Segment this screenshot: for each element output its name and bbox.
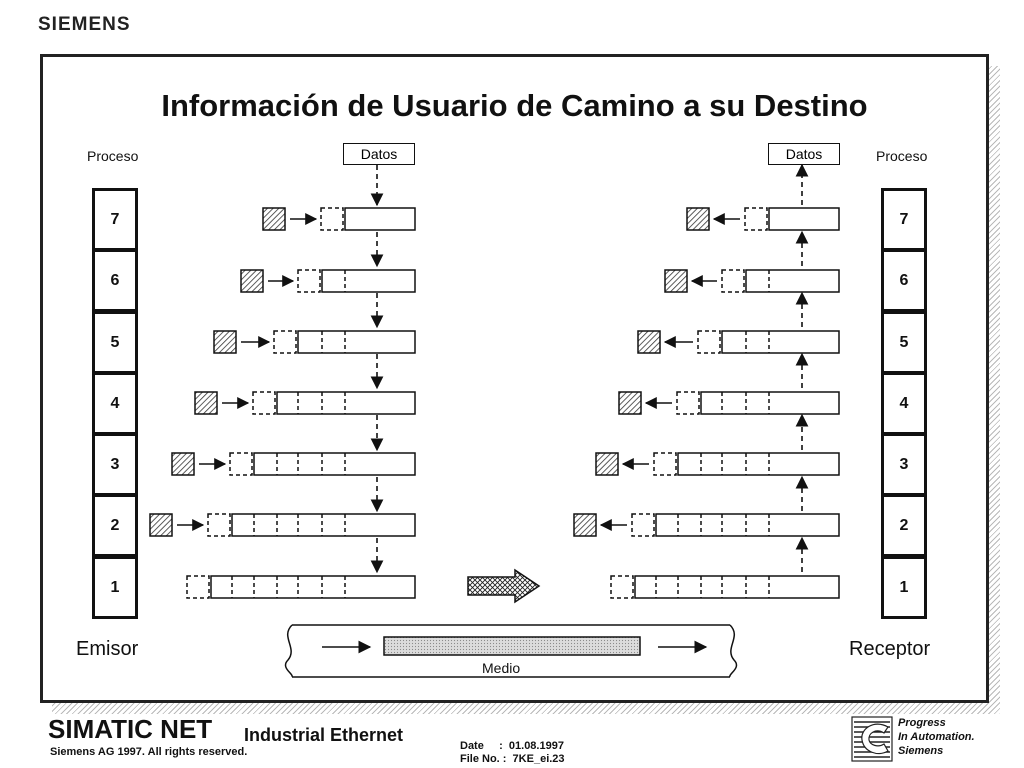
- left-row-1: [186, 575, 416, 599]
- proceso-label-right: Proceso: [876, 148, 928, 164]
- right-row-3: [595, 452, 840, 476]
- hatched-header-square: [171, 452, 195, 476]
- right-row-2: [573, 513, 840, 537]
- layer-1-right: 1: [881, 556, 927, 619]
- hatched-header-square: [595, 452, 619, 476]
- hatched-header-square: [618, 391, 642, 415]
- slogan-line-1: Progress: [898, 717, 946, 729]
- siemens-logo-icon: [851, 716, 893, 762]
- medio-data-bar: [383, 636, 641, 656]
- left-row-5: [213, 330, 416, 354]
- datos-box-right: Datos: [768, 143, 840, 165]
- dashed-header-box: [631, 513, 655, 537]
- receptor-label: Receptor: [849, 638, 931, 660]
- layer-4-left: 4: [92, 372, 138, 435]
- layer-4-right: 4: [881, 372, 927, 435]
- dashed-header-box: [610, 575, 634, 599]
- hatched-header-square: [686, 207, 710, 231]
- left-row-2: [149, 513, 416, 537]
- dashed-header-box: [653, 452, 677, 476]
- dashed-header-box: [744, 207, 768, 231]
- crosshatch-transfer-arrow: [467, 568, 541, 604]
- footer-subtitle: Industrial Ethernet: [244, 725, 404, 745]
- dashed-header-box: [676, 391, 700, 415]
- right-row-7: [686, 207, 840, 231]
- layer-6-left: 6: [92, 249, 138, 312]
- hatched-header-square: [664, 269, 688, 293]
- proceso-label-left: Proceso: [87, 148, 139, 164]
- hatched-header-square: [637, 330, 661, 354]
- layer-7-left: 7: [92, 188, 138, 251]
- hatched-header-square: [262, 207, 286, 231]
- slogan-line-2: In Automation.: [898, 731, 975, 743]
- dashed-header-box: [252, 391, 276, 415]
- dashed-header-box: [229, 452, 253, 476]
- siemens-brand: SIEMENS: [38, 14, 131, 35]
- dashed-header-box: [297, 269, 321, 293]
- right-row-5: [637, 330, 840, 354]
- left-row-6: [240, 269, 416, 293]
- footer-product: SIMATIC NET: [48, 714, 213, 744]
- hatched-header-square: [194, 391, 218, 415]
- layer-6-right: 6: [881, 249, 927, 312]
- hatched-header-square: [573, 513, 597, 537]
- dashed-header-box: [273, 330, 297, 354]
- layer-1-left: 1: [92, 556, 138, 619]
- slide-title: Información de Usuario de Camino a su De…: [161, 88, 868, 123]
- hatched-header-square: [149, 513, 173, 537]
- layer-2-left: 2: [92, 494, 138, 557]
- medio-pipe: [284, 624, 738, 678]
- right-row-4: [618, 391, 840, 415]
- dashed-header-box: [697, 330, 721, 354]
- layer-3-left: 3: [92, 433, 138, 496]
- dashed-header-box: [320, 207, 344, 231]
- layer-2-right: 2: [881, 494, 927, 557]
- hatched-header-square: [240, 269, 264, 293]
- dashed-header-box: [721, 269, 745, 293]
- hatched-header-square: [213, 330, 237, 354]
- dashed-header-box: [207, 513, 231, 537]
- left-row-7: [262, 207, 416, 231]
- right-row-1: [610, 575, 840, 599]
- layer-3-right: 3: [881, 433, 927, 496]
- left-row-4: [194, 391, 416, 415]
- medio-label: Medio: [482, 660, 521, 676]
- footer-date: Date : 01.08.1997: [460, 740, 564, 752]
- datos-box-left: Datos: [343, 143, 415, 165]
- slogan-line-3: Siemens: [898, 745, 944, 757]
- layer-5-right: 5: [881, 311, 927, 374]
- right-row-6: [664, 269, 840, 293]
- footer-copyright: Siemens AG 1997. All rights reserved.: [50, 746, 248, 758]
- left-row-3: [171, 452, 416, 476]
- emisor-label: Emisor: [76, 638, 139, 660]
- dashed-header-box: [186, 575, 210, 599]
- footer-file-number: File No. : 7KE_ei.23: [460, 753, 565, 765]
